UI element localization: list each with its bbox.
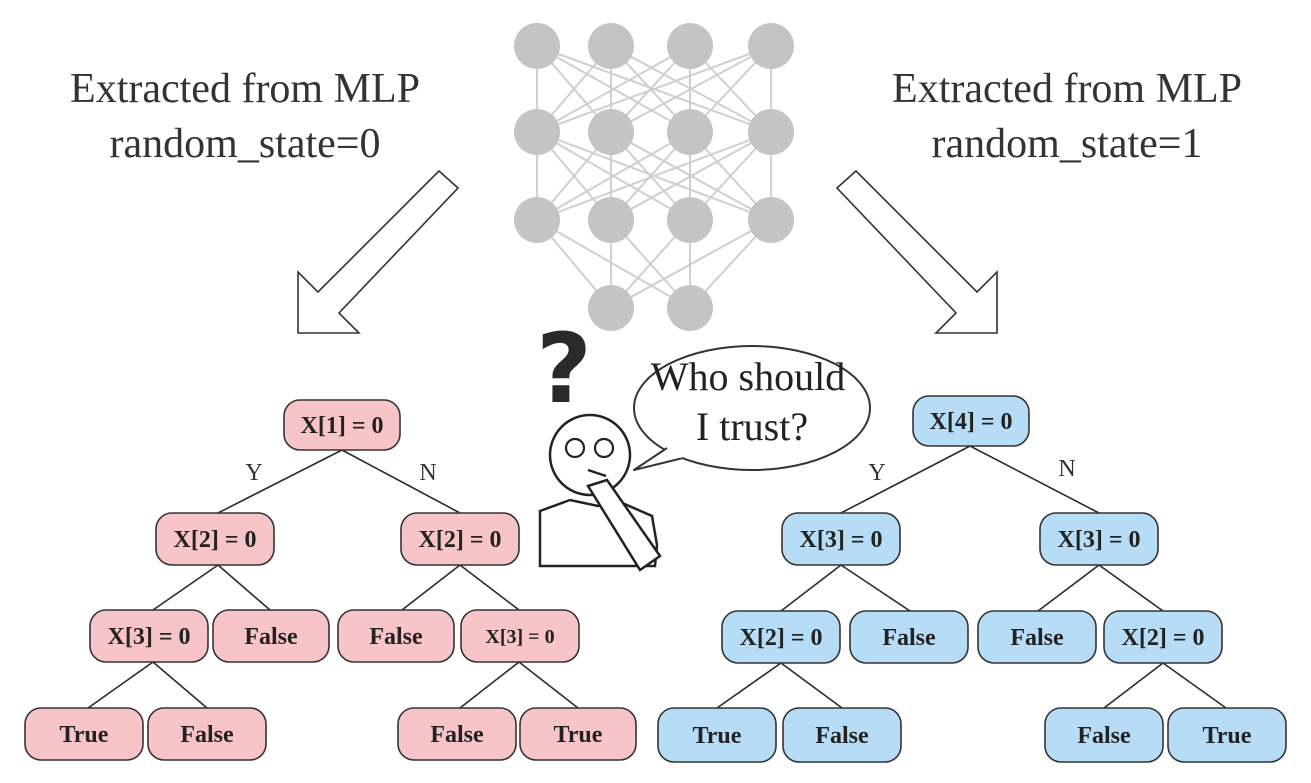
left-nnn-leaf-label: True [554, 722, 603, 748]
tree-leaf: False [1044, 707, 1164, 763]
tree-node: X[2] = 0 [400, 512, 520, 566]
tree-leaf: True [24, 707, 144, 761]
left-root-label: X[1] = 0 [301, 413, 384, 439]
right-yes-node-label: X[3] = 0 [800, 527, 883, 553]
network-node [667, 23, 713, 69]
thinking-person-icon [538, 413, 662, 572]
tree-leaf: False [147, 707, 267, 761]
tree-leaf: False [977, 610, 1097, 664]
right-caption-line1: Extracted from MLP [892, 66, 1242, 112]
tree-node: X[4] = 0 [912, 395, 1030, 447]
right-yyn-leaf-label: False [815, 723, 869, 749]
tree-leaf: False [397, 707, 517, 761]
tree-node: X[2] = 0 [155, 512, 275, 566]
tree-node: X[3] = 0 [89, 609, 209, 663]
left-yes-node-label: X[2] = 0 [174, 527, 257, 553]
network-edge [536, 45, 691, 133]
tree-node: X[2] = 0 [1103, 610, 1223, 664]
network-edges [536, 45, 772, 309]
network-node [588, 285, 634, 331]
tree-leaf: True [519, 707, 637, 761]
network-node [514, 109, 560, 155]
left-caption-line1: Extracted from MLP [70, 66, 420, 112]
left-yn-leaf-label: False [244, 624, 298, 650]
tree-node: X[2] = 0 [721, 610, 841, 664]
network-edge [536, 45, 772, 133]
network-node [748, 23, 794, 69]
network-node [588, 109, 634, 155]
left-yyn-leaf-label: False [180, 722, 234, 748]
left-ny-leaf-label: False [369, 624, 423, 650]
left-nn-node-label: X[3] = 0 [485, 626, 554, 648]
tree-leaf: False [782, 707, 902, 763]
right-nny-leaf-label: False [1077, 723, 1131, 749]
left-yy-node-label: X[3] = 0 [108, 624, 191, 650]
network-node [667, 285, 713, 331]
right-nn-node-label: X[2] = 0 [1122, 625, 1205, 651]
tree-node: X[3] = 0 [1039, 512, 1159, 566]
left-nny-leaf-label: False [430, 722, 484, 748]
tree-leaf: False [849, 610, 969, 664]
right-decision-tree: Y N X[4] = 0 X[3] = 0 X[3] = 0 X[2] = 0 … [657, 395, 1287, 763]
speech-bubble: Who should I trust? [633, 345, 871, 471]
left-no-node-label: X[2] = 0 [419, 527, 502, 553]
left-hollow-arrow [297, 169, 460, 334]
tree-node: X[1] = 0 [283, 399, 401, 451]
network-node [667, 109, 713, 155]
network-nodes [514, 23, 794, 331]
right-no-label: N [1058, 456, 1075, 482]
right-no-node-label: X[3] = 0 [1058, 527, 1141, 553]
right-caption-line2: random_state=1 [932, 121, 1203, 167]
tree-leaf: False [212, 609, 330, 663]
left-no-label: N [419, 460, 436, 486]
speech-bubble-line2: I trust? [696, 404, 808, 449]
tree-leaf: True [657, 707, 777, 763]
network-node [514, 197, 560, 243]
network-edge [610, 45, 772, 133]
network-node [748, 109, 794, 155]
left-decision-tree: Y N X[1] = 0 X[2] = 0 X[2] = 0 X[3] = 0 … [24, 399, 637, 761]
right-ny-leaf-label: False [1010, 625, 1064, 651]
right-yyy-leaf-label: True [693, 723, 742, 749]
network-node [588, 23, 634, 69]
right-yy-node-label: X[2] = 0 [740, 625, 823, 651]
right-root-label: X[4] = 0 [930, 409, 1013, 435]
tree-leaf: False [337, 609, 455, 663]
network-node [588, 197, 634, 243]
right-yn-leaf-label: False [882, 625, 936, 651]
left-yes-label: Y [245, 460, 262, 486]
network-edge [536, 131, 772, 221]
network-edge [536, 131, 691, 221]
network-edge [536, 219, 691, 309]
network-edge [610, 131, 772, 221]
right-hollow-arrow [835, 169, 998, 334]
speech-bubble-line1: Who should [651, 354, 845, 399]
network-node [667, 197, 713, 243]
network-node [748, 197, 794, 243]
tree-node: X[3] = 0 [460, 609, 580, 663]
right-nnn-leaf-label: True [1203, 723, 1252, 749]
left-yyy-leaf-label: True [60, 722, 109, 748]
network-node [514, 23, 560, 69]
question-mark: ? [536, 313, 592, 425]
tree-node: X[3] = 0 [781, 512, 901, 566]
network-edge [610, 219, 772, 309]
tree-leaf: True [1167, 707, 1287, 763]
neural-network-icon [514, 23, 794, 331]
right-yes-label: Y [868, 460, 885, 486]
left-caption-line2: random_state=0 [110, 121, 381, 167]
